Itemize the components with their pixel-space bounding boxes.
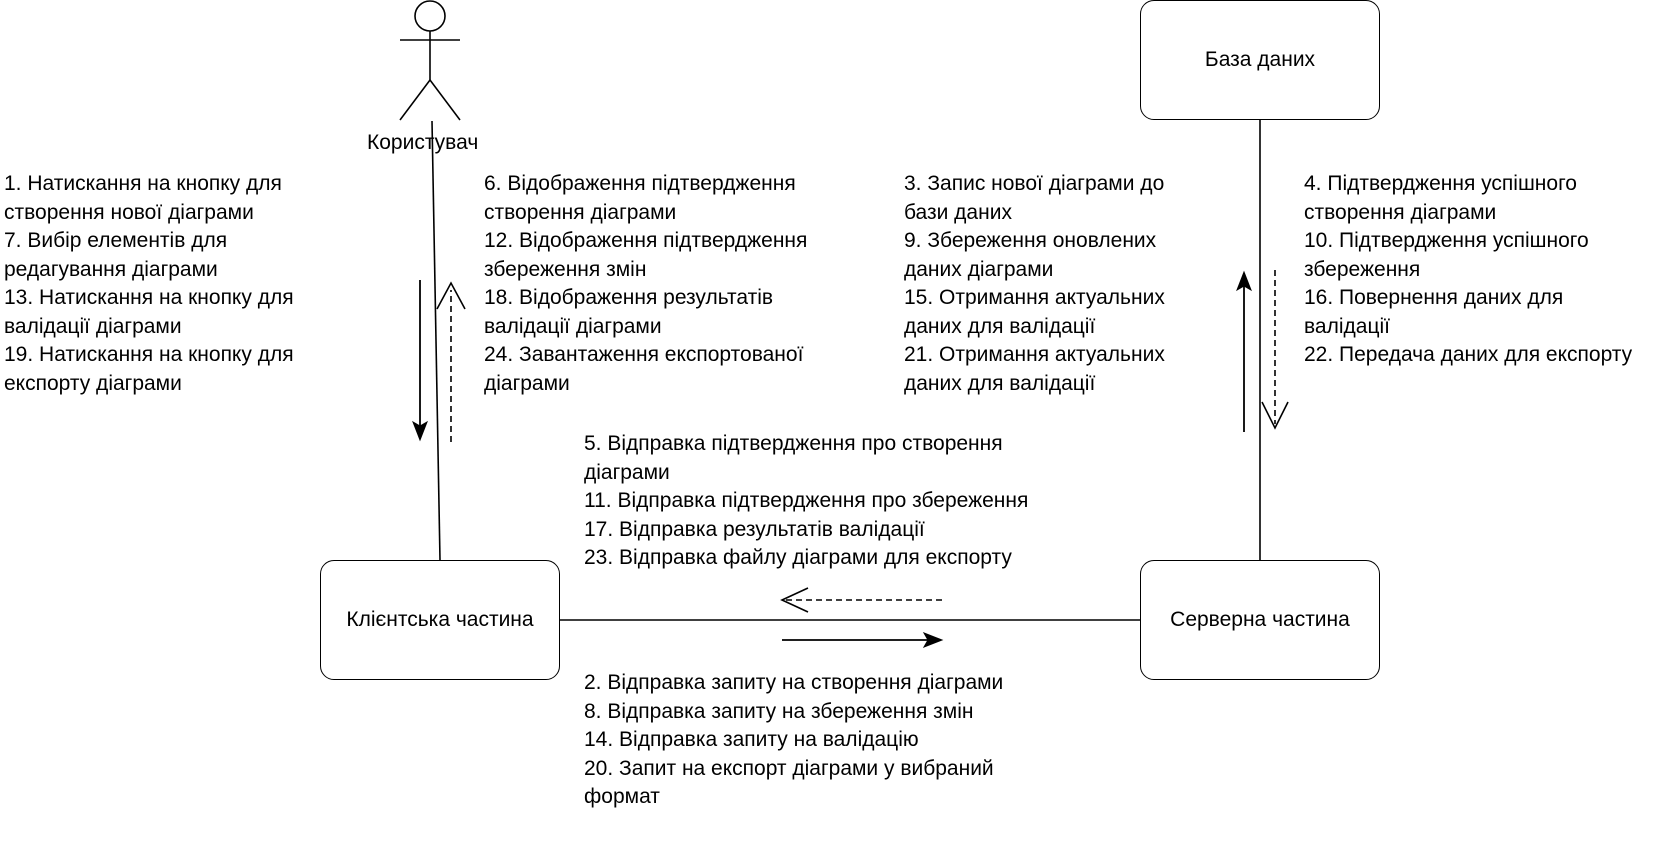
label-line: 11. Відправка підтвердження про збережен…: [584, 489, 1029, 512]
label-line: 19. Натискання на кнопку для: [4, 343, 294, 366]
database-node: База даних: [1140, 0, 1380, 120]
label-line: 10. Підтвердження успішного: [1304, 229, 1589, 252]
label-line: 21. Отримання актуальних: [904, 343, 1165, 366]
label-line: даних діаграми: [904, 257, 1054, 281]
label-line: 4. Підтвердження успішного: [1304, 172, 1577, 195]
label-line: збереження змін: [484, 257, 647, 281]
label-line: валідації діаграми: [4, 314, 182, 338]
connector-user-client: [431, 120, 441, 561]
label-line: даних для валідації: [904, 371, 1096, 395]
label-line: 6. Відображення підтвердження: [484, 172, 796, 195]
label-line: 14. Відправка запиту на валідацію: [584, 728, 919, 751]
label-line: 15. Отримання актуальних: [904, 286, 1165, 309]
server-node-label: Серверна частина: [1170, 608, 1350, 631]
label-server-to-client: 5. Відправка підтвердження про створення…: [584, 430, 1028, 573]
label-line: редагування діаграми: [4, 257, 218, 281]
label-line: 7. Вибір елементів для: [4, 229, 228, 252]
arrow-client-to-user: [436, 281, 466, 442]
actor-left-leg: [399, 79, 431, 121]
label-line: формат: [584, 785, 660, 808]
label-line: діаграми: [584, 460, 670, 484]
arrow-user-to-client: [412, 280, 428, 442]
arrow-db-to-server: [1261, 270, 1289, 430]
label-client-to-server: 2. Відправка запиту на створення діаграм…: [584, 669, 1003, 812]
actor-name: Користувач: [367, 131, 479, 154]
label-line: валідації: [1304, 314, 1390, 338]
actor-right-leg: [429, 79, 461, 121]
label-line: 17. Відправка результатів валідації: [584, 517, 925, 541]
label-line: 9. Збереження оновлених: [904, 229, 1157, 252]
label-line: 24. Завантаження експортованої: [484, 343, 804, 366]
label-line: 1. Натискання на кнопку для: [4, 172, 282, 195]
label-line: діаграми: [484, 371, 570, 395]
label-line: експорту діаграми: [4, 371, 182, 395]
database-node-label: База даних: [1204, 48, 1316, 71]
arrow-server-to-db: [1236, 270, 1252, 432]
label-client-to-user: 6. Відображення підтвердження створення …: [484, 170, 807, 398]
server-node: Серверна частина: [1140, 560, 1380, 680]
client-node: Клієнтська частина: [320, 560, 560, 680]
label-line: 22. Передача даних для експорту: [1304, 343, 1633, 366]
label-line: створення діаграми: [1304, 200, 1497, 224]
label-server-to-db: 3. Запис нової діаграми до бази даних 9.…: [904, 170, 1165, 398]
label-line: 8. Відправка запиту на збереження змін: [584, 699, 974, 723]
arrow-client-to-server: [782, 632, 944, 648]
label-line: 23. Відправка файлу діаграми для експорт…: [584, 546, 1012, 569]
label-line: 16. Повернення даних для: [1304, 286, 1564, 309]
label-line: 5. Відправка підтвердження про створення: [584, 432, 1003, 455]
arrow-server-to-client: [780, 587, 942, 613]
label-line: 12. Відображення підтвердження: [484, 229, 808, 252]
label-line: 20. Запит на експорт діаграми у вибраний: [584, 756, 994, 780]
label-user-to-client: 1. Натискання на кнопку для створення но…: [4, 170, 294, 398]
label-line: збереження: [1304, 257, 1421, 281]
actor-head: [414, 0, 446, 32]
label-line: валідації діаграми: [484, 314, 662, 338]
label-line: 18. Відображення результатів: [484, 286, 774, 309]
label-line: 3. Запис нової діаграми до: [904, 172, 1165, 195]
actor-figure: [399, 0, 461, 121]
label-line: створення діаграми: [484, 200, 677, 224]
label-line: даних для валідації: [904, 314, 1096, 338]
label-line: бази даних: [904, 200, 1012, 224]
label-db-to-server: 4. Підтвердження успішного створення діа…: [1304, 170, 1632, 370]
label-line: 2. Відправка запиту на створення діаграм…: [584, 671, 1004, 694]
label-line: створення нової діаграми: [4, 200, 254, 224]
label-line: 13. Натискання на кнопку для: [4, 286, 294, 309]
client-node-label: Клієнтська частина: [346, 608, 534, 631]
